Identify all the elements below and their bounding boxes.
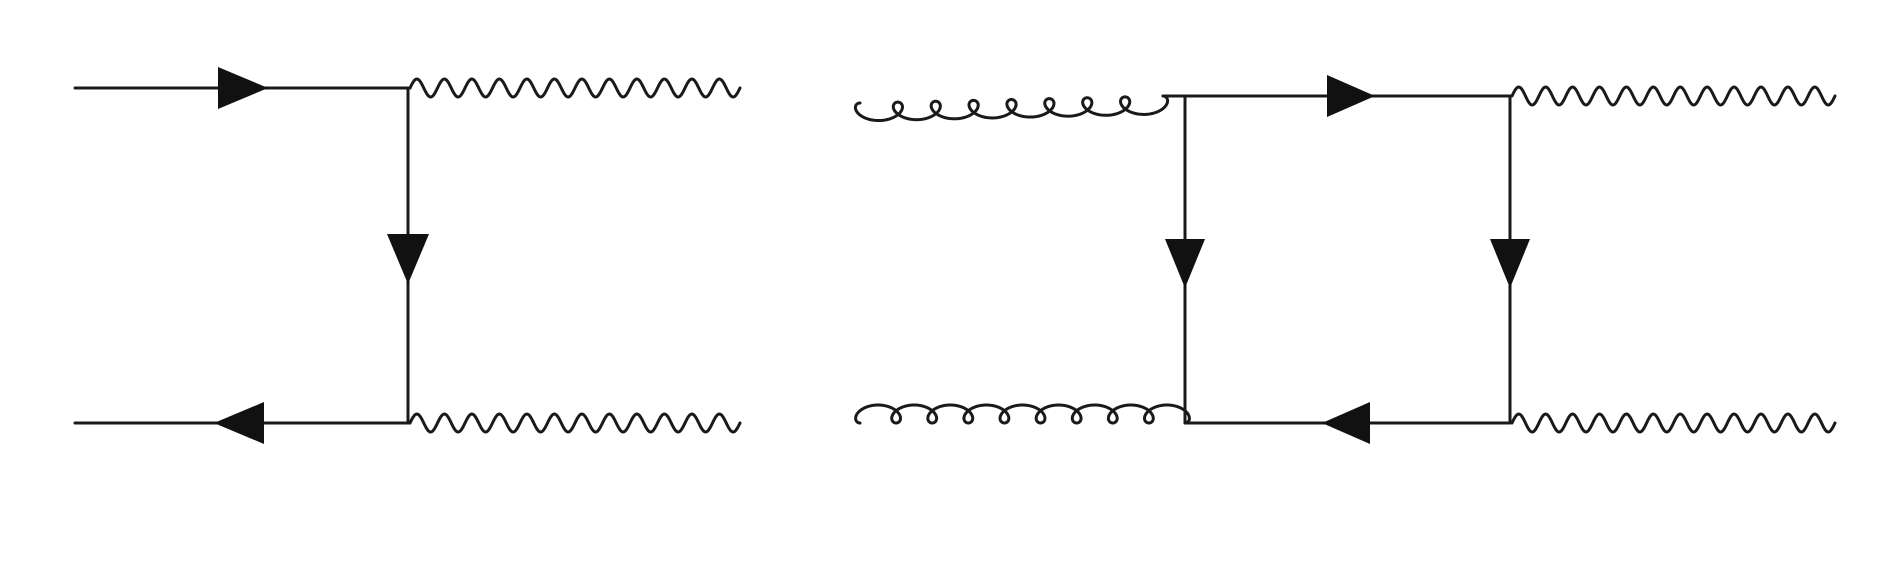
box-top-fermion — [1161, 75, 1512, 117]
arrow-left-icon — [214, 402, 264, 444]
exchanged-fermion-propagator — [387, 86, 429, 425]
arrow-down-icon — [387, 234, 429, 284]
incoming-gluon-top — [853, 94, 1170, 123]
incoming-antifermion-line — [73, 402, 412, 444]
box-bottom-fermion — [1183, 402, 1512, 444]
outgoing-photon-top — [408, 77, 742, 99]
arrow-down-icon — [1490, 239, 1530, 288]
incoming-fermion-line — [73, 67, 412, 109]
incoming-gluon-bottom — [854, 403, 1191, 425]
diagram-gluon-box — [853, 75, 1837, 444]
diagram-t-channel — [73, 67, 742, 444]
arrow-left-icon — [1322, 402, 1370, 444]
outgoing-photon-top — [1510, 85, 1837, 107]
arrow-down-icon — [1165, 239, 1205, 288]
arrow-right-icon — [1327, 75, 1375, 117]
arrow-right-icon — [218, 67, 268, 109]
outgoing-photon-bottom — [1510, 412, 1837, 434]
outgoing-photon-bottom — [408, 412, 742, 434]
box-left-fermion — [1165, 94, 1205, 425]
box-right-fermion — [1490, 94, 1530, 425]
